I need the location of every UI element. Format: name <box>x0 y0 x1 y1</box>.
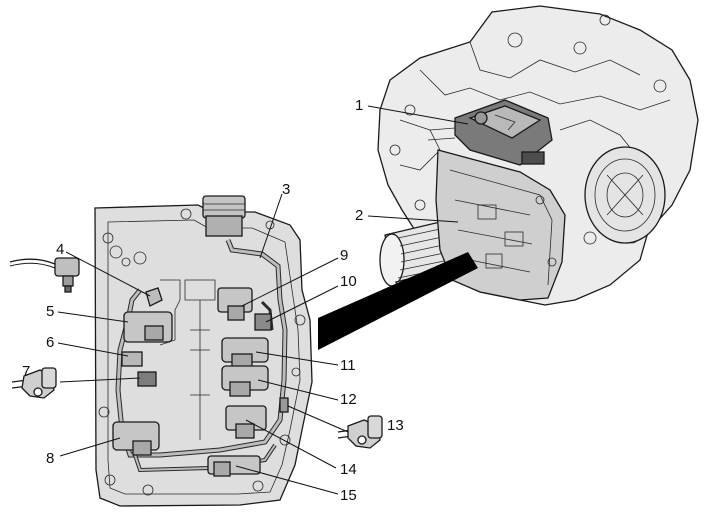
callout-10: 10 <box>340 273 357 290</box>
solenoid-12 <box>221 365 269 397</box>
solenoid-5 <box>123 311 173 343</box>
speed-sensor-13 <box>337 415 383 449</box>
callout-1: 1 <box>355 97 363 114</box>
callout-9: 9 <box>340 247 348 264</box>
solenoid-15 <box>207 455 261 477</box>
callout-3: 3 <box>282 181 290 198</box>
callout-7: 7 <box>22 363 30 380</box>
detail-view-arrow <box>318 252 478 350</box>
solenoid-10 <box>254 313 272 331</box>
callout-12: 12 <box>340 391 357 408</box>
callout-5: 5 <box>46 303 54 320</box>
callout-13: 13 <box>387 417 404 434</box>
speed-sensor-7 <box>11 367 57 399</box>
callout-11: 11 <box>340 357 356 374</box>
wiring-harness <box>115 239 288 473</box>
harness-connector <box>202 195 246 237</box>
solenoid-8 <box>112 421 160 456</box>
connector-13-mount <box>279 397 289 413</box>
pressure-sensor-4-mount <box>145 287 163 307</box>
pressure-sensor <box>9 257 80 293</box>
callout-8: 8 <box>46 450 54 467</box>
control-module <box>427 99 553 166</box>
solenoid-11 <box>221 337 269 369</box>
callout-14: 14 <box>340 461 357 478</box>
callout-15: 15 <box>340 487 357 504</box>
solenoid-9 <box>217 287 253 321</box>
callout-2: 2 <box>355 207 363 224</box>
solenoid-14 <box>225 405 267 439</box>
callout-labels: 1 2 3 4 5 6 7 8 9 10 11 12 13 14 15 <box>22 97 404 504</box>
leader-lines <box>57 105 469 495</box>
callout-6: 6 <box>46 334 54 351</box>
callout-4: 4 <box>56 241 64 258</box>
